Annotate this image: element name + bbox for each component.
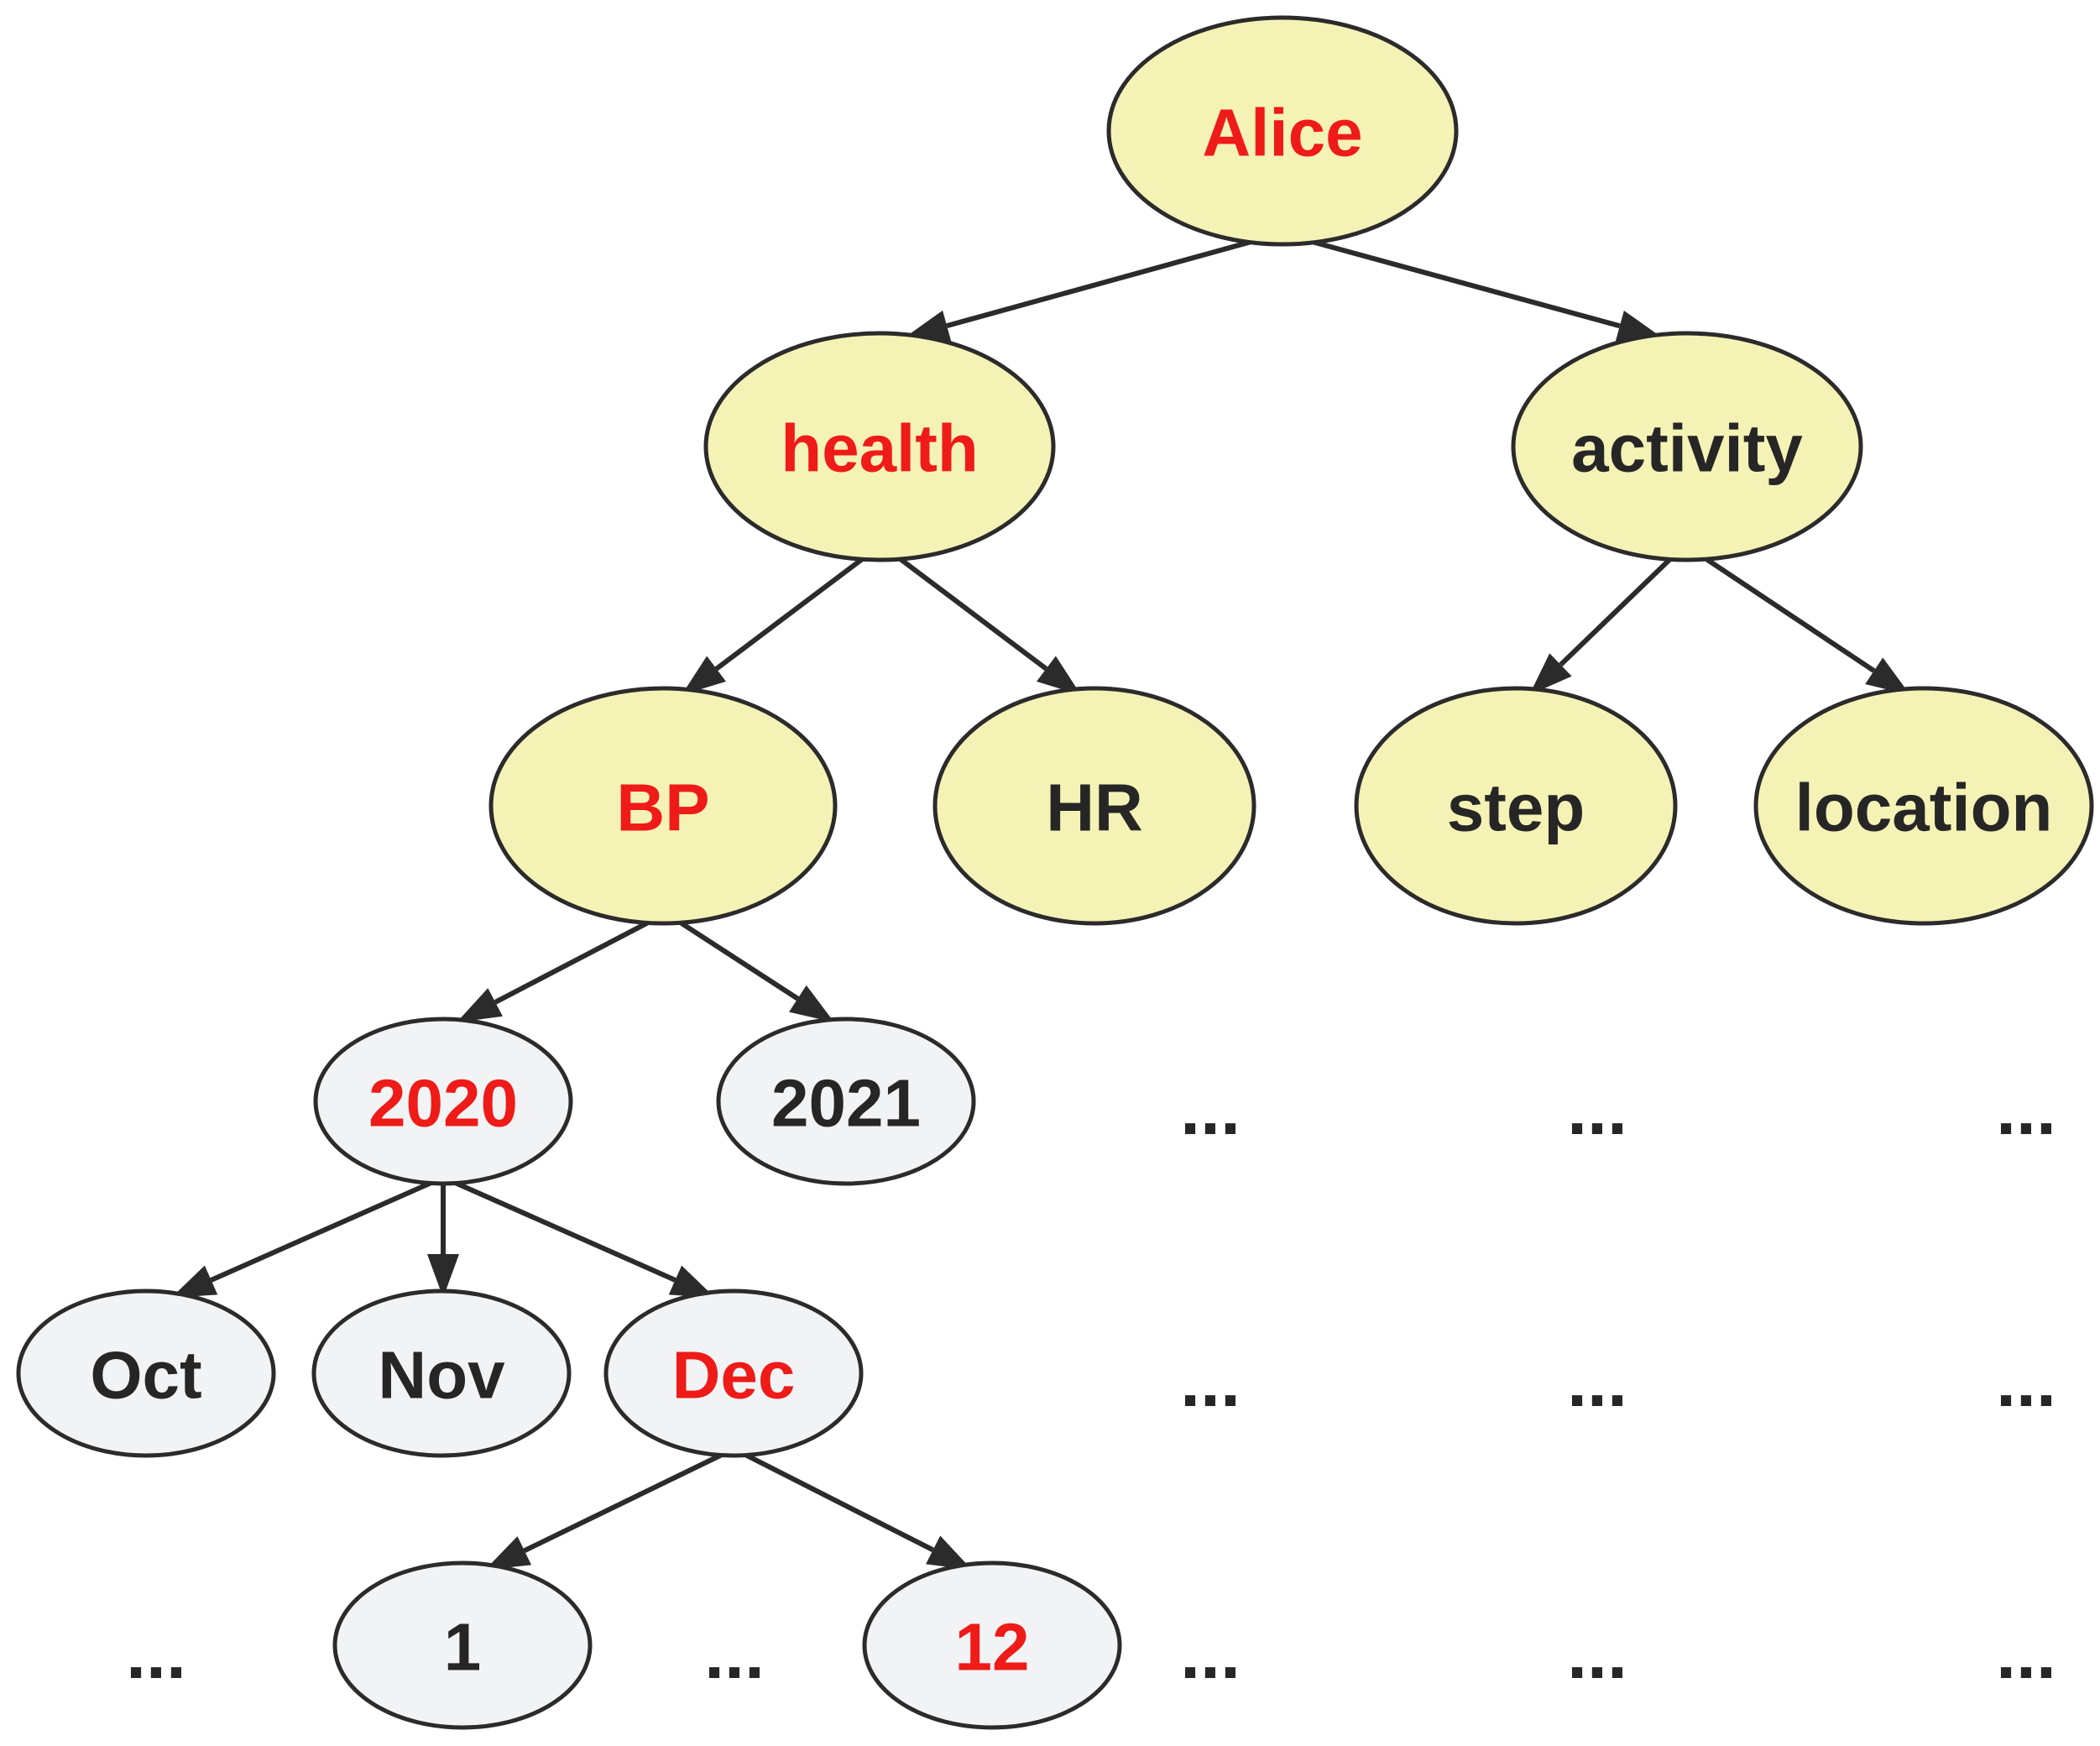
arrow-head-icon — [485, 1536, 532, 1570]
edge-dec-to-d12 — [742, 1451, 972, 1570]
ellipsis-marker: ... — [1996, 1069, 2056, 1150]
tree-node-d12[interactable]: 12 — [862, 1560, 1122, 1730]
node-shape[interactable] — [16, 1289, 276, 1458]
node-label: Dec — [672, 1338, 796, 1413]
arrow-head-icon — [457, 988, 503, 1022]
tree-node-location[interactable]: location — [1753, 686, 2094, 926]
edge-line — [896, 555, 1048, 672]
node-shape[interactable] — [1511, 331, 1863, 562]
arrow-head-icon — [1865, 657, 1910, 695]
node-shape[interactable] — [603, 1289, 864, 1458]
node-shape[interactable] — [1106, 15, 1459, 247]
tree-node-dec[interactable]: Dec — [603, 1289, 864, 1458]
node-shape[interactable] — [716, 1017, 976, 1186]
edge-y2020-to-oct — [171, 1179, 435, 1298]
ellipsis-marker: ... — [704, 1613, 765, 1694]
node-shape[interactable] — [932, 686, 1256, 926]
edge-bp-to-y2020 — [457, 917, 655, 1022]
ellipsis-marker: ... — [1567, 1613, 1627, 1694]
node-label: 12 — [955, 1610, 1030, 1685]
arrow-head-icon — [926, 1535, 972, 1570]
tree-node-alice[interactable]: Alice — [1106, 15, 1459, 247]
arrow-head-icon — [682, 656, 726, 695]
edge-dec-to-d1 — [485, 1451, 725, 1570]
node-label: health — [781, 411, 979, 486]
node-label: Nov — [378, 1338, 505, 1413]
ellipsis-marker: ... — [1567, 1341, 1627, 1422]
arrow-head-icon — [789, 985, 834, 1022]
arrow-head-icon — [1615, 310, 1662, 342]
node-label: location — [1795, 771, 2053, 845]
node-label: 2020 — [368, 1066, 518, 1141]
node-label: Alice — [1202, 96, 1362, 170]
tree-node-activity[interactable]: activity — [1511, 331, 1863, 562]
edge-line — [742, 1451, 934, 1553]
node-shape[interactable] — [1354, 686, 1678, 926]
tree-node-health[interactable]: health — [703, 331, 1056, 562]
arrow-head-icon — [427, 1254, 459, 1298]
edge-health-to-bp — [682, 555, 866, 695]
edges-layer — [171, 238, 1910, 1570]
node-label: Oct — [90, 1338, 201, 1413]
arrow-head-icon — [905, 310, 952, 342]
edge-line — [1305, 238, 1621, 329]
edge-line — [452, 1179, 676, 1283]
node-label: HR — [1046, 771, 1143, 845]
edge-line — [675, 917, 800, 1001]
node-label: 1 — [444, 1610, 482, 1685]
node-label: step — [1447, 771, 1585, 845]
edge-line — [1702, 555, 1876, 673]
edge-activity-to-location — [1702, 555, 1910, 695]
ellipsis-markers-layer: ................................. — [126, 1069, 2056, 1694]
ellipsis-marker: ... — [1180, 1613, 1241, 1694]
tree-node-d1[interactable]: 1 — [332, 1560, 593, 1730]
tree-node-nov[interactable]: Nov — [311, 1289, 572, 1458]
arrow-head-icon — [1529, 653, 1572, 695]
node-shape[interactable] — [332, 1560, 593, 1730]
arrow-head-icon — [668, 1265, 715, 1298]
edge-health-to-hr — [896, 555, 1081, 695]
tree-node-oct[interactable]: Oct — [16, 1289, 276, 1458]
edge-y2020-to-dec — [452, 1179, 715, 1298]
ellipsis-marker: ... — [1996, 1341, 2056, 1422]
node-shape[interactable] — [311, 1289, 572, 1458]
ellipsis-marker: ... — [1180, 1069, 1241, 1150]
node-label: BP — [616, 771, 709, 845]
node-label: activity — [1571, 411, 1803, 486]
ellipsis-marker: ... — [1567, 1069, 1627, 1150]
tree-node-hr[interactable]: HR — [932, 686, 1256, 926]
node-label: 2021 — [771, 1066, 921, 1141]
edge-alice-to-health — [905, 238, 1258, 342]
tree-node-step[interactable]: step — [1354, 686, 1678, 926]
edge-line — [1559, 555, 1674, 667]
ellipsis-marker: ... — [126, 1613, 186, 1694]
node-shape[interactable] — [862, 1560, 1122, 1730]
tree-node-y2020[interactable]: 2020 — [313, 1017, 573, 1186]
edge-line — [523, 1451, 725, 1553]
edge-bp-to-y2021 — [675, 917, 834, 1022]
edge-y2020-to-nov — [427, 1182, 459, 1298]
ellipsis-marker: ... — [1180, 1341, 1241, 1422]
node-shape[interactable] — [313, 1017, 573, 1186]
tree-node-y2021[interactable]: 2021 — [716, 1017, 976, 1186]
edge-alice-to-activity — [1305, 238, 1662, 342]
node-shape[interactable] — [1753, 686, 2094, 926]
edge-line — [494, 917, 655, 1005]
edge-line — [946, 238, 1258, 329]
arrow-head-icon — [171, 1265, 218, 1298]
node-shape[interactable] — [703, 331, 1056, 562]
ellipsis-marker: ... — [1996, 1613, 2056, 1694]
tree-node-bp[interactable]: BP — [488, 686, 838, 926]
node-shape[interactable] — [488, 686, 838, 926]
arrow-head-icon — [1037, 656, 1081, 695]
edge-line — [714, 555, 866, 672]
edge-activity-to-step — [1529, 555, 1674, 695]
edge-line — [210, 1179, 435, 1283]
